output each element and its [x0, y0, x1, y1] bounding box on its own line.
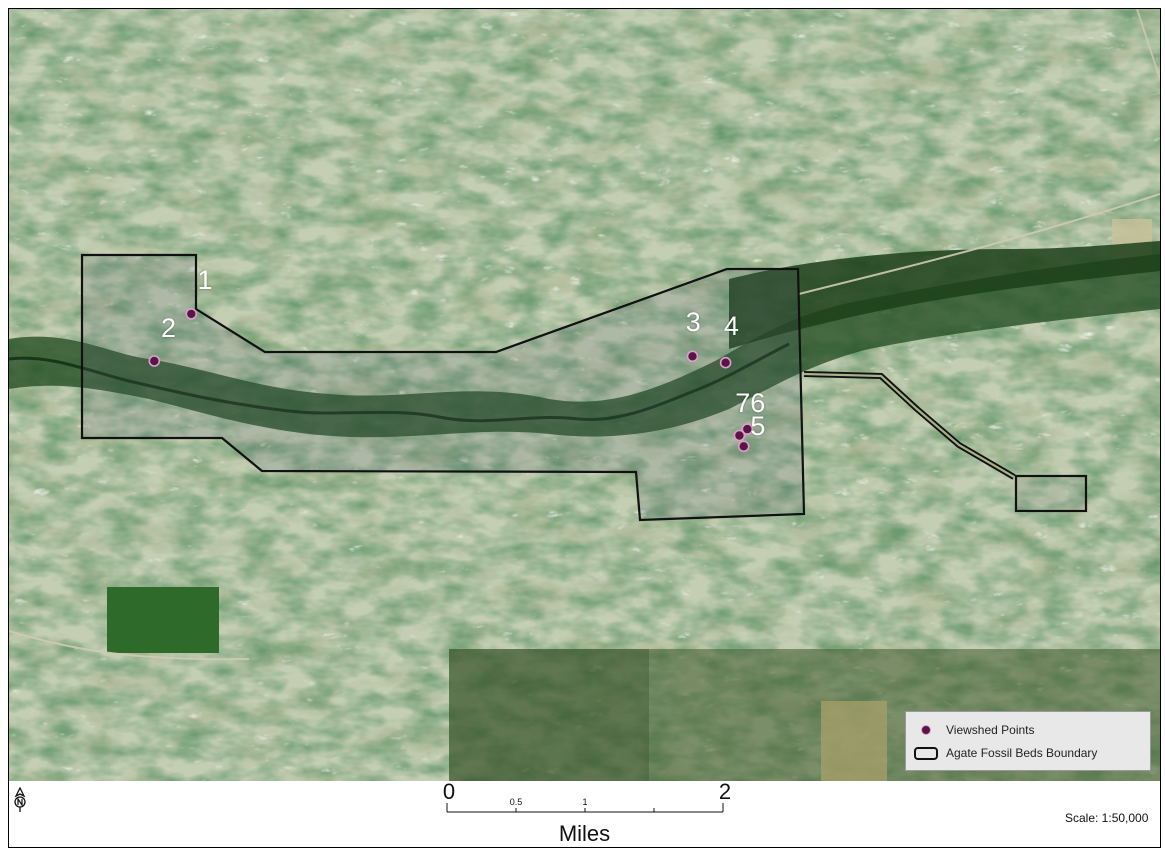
road-ne: [798, 193, 1160, 295]
viewshed-point[interactable]: [741, 423, 754, 435]
viewshed-point-symbol-icon: [914, 722, 938, 738]
viewshed-point[interactable]: [733, 429, 746, 442]
map-legend: Viewshed Points Agate Fossil Beds Bounda…: [905, 711, 1151, 771]
scale-end-label: 2: [718, 779, 732, 804]
viewshed-point-label: 76: [735, 388, 766, 419]
scale-bar: 0 0.5 1 2: [442, 779, 735, 821]
viewshed-point[interactable]: [737, 440, 750, 453]
park-boundary[interactable]: [80, 253, 806, 522]
field-patch: [449, 649, 649, 781]
viewshed-point[interactable]: [185, 308, 198, 320]
scale-unit-label: Miles: [558, 821, 611, 846]
viewshed-point-label: 1: [197, 265, 213, 296]
scale-ratio-label: Scale: 1:50,000: [1065, 811, 1149, 825]
scale-tick-label: 0.5: [509, 797, 523, 807]
viewshed-point-label: 2: [161, 313, 177, 344]
irrigated-field: [107, 587, 219, 653]
boundary-parcel[interactable]: [1014, 474, 1088, 513]
boundary-corridor-inner: [803, 372, 1015, 478]
satellite-map: [9, 9, 1160, 781]
scale-tick-label: 1: [582, 797, 588, 807]
viewshed-point[interactable]: [719, 356, 732, 369]
road-n: [1136, 9, 1160, 80]
road-sw: [9, 630, 250, 661]
eastern-wetland: [729, 241, 1160, 349]
legend-row-points: Viewshed Points: [914, 722, 1035, 738]
boundary-symbol-icon: [914, 745, 938, 761]
legend-boundary-label: Agate Fossil Beds Boundary: [946, 746, 1098, 760]
legend-points-label: Viewshed Points: [946, 723, 1035, 737]
field-patch-light: [821, 701, 887, 781]
scale-bar-lines: [446, 803, 724, 813]
viewshed-point-label: 5: [750, 410, 766, 441]
viewshed-point[interactable]: [148, 355, 161, 367]
viewshed-point-label: 3: [685, 306, 701, 337]
north-arrow-icon: [14, 787, 26, 812]
map-footer: 0 0.5 1 2 Miles Scale: 1:50,000: [9, 779, 1160, 847]
legend-row-boundary: Agate Fossil Beds Boundary: [914, 745, 1097, 761]
viewshed-point[interactable]: [686, 350, 699, 363]
viewshed-point-label: 4: [723, 311, 739, 342]
river: [9, 342, 790, 423]
viewshed-points-layer: [148, 308, 754, 453]
scale-start-label: 0: [442, 779, 456, 804]
